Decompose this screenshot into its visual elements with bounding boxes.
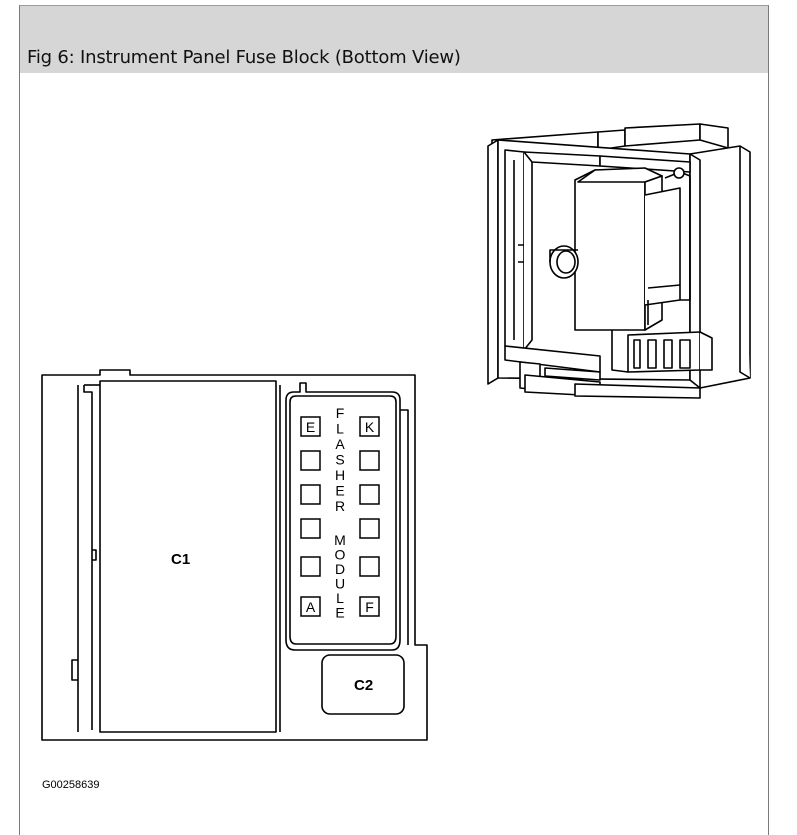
pin-right-5 (359, 556, 380, 577)
pin-left-3 (300, 484, 321, 505)
pin-column-right (359, 416, 380, 617)
pin-e (300, 416, 321, 437)
pin-right-2 (359, 450, 380, 471)
pin-left-5 (300, 556, 321, 577)
pin-left-4 (300, 518, 321, 539)
pin-k-label: K (365, 419, 375, 435)
pin-right-3 (359, 484, 380, 505)
fuse-block-bottom-view (41, 369, 428, 741)
housing-outline (41, 369, 428, 741)
c1-label: C1 (171, 551, 190, 568)
pin-left-2 (300, 450, 321, 471)
c2-label: C2 (354, 677, 373, 694)
pin-column-left (300, 416, 321, 617)
pin-a (300, 596, 321, 617)
flasher-module-socket (285, 382, 401, 651)
fuse-block-3d-view (487, 123, 751, 399)
c1-connector (99, 380, 277, 733)
c2-connector (321, 654, 405, 715)
figure-id: G00258639 (42, 779, 100, 791)
figure-caption: Fig 6: Instrument Panel Fuse Block (Bott… (27, 47, 461, 68)
pin-e-label: E (306, 419, 315, 435)
pin-a-label: A (306, 599, 316, 615)
pin-f (359, 596, 380, 617)
pin-f-label: F (365, 599, 374, 615)
pin-right-4 (359, 518, 380, 539)
caption-bar: Fig 6: Instrument Panel Fuse Block (Bott… (20, 6, 768, 73)
pin-k (359, 416, 380, 437)
